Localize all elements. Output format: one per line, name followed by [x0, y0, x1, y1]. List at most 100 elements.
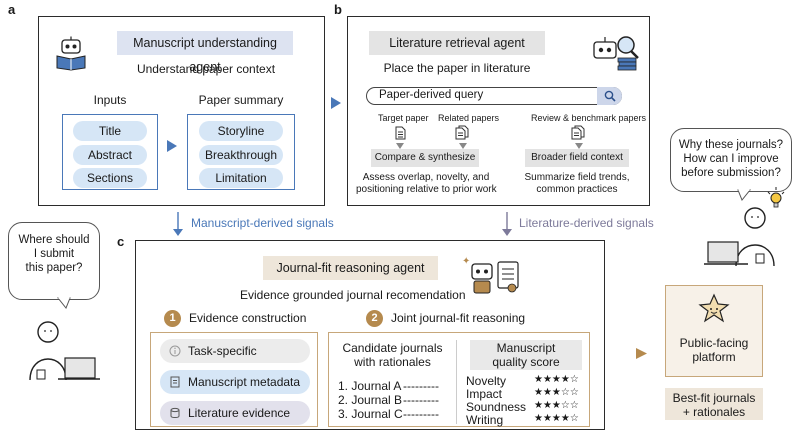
result-line2: + rationales: [682, 405, 746, 419]
quality-header-bg: [470, 340, 582, 370]
compare-desc-line2: positioning relative to prior work: [356, 184, 497, 195]
robot-clipboard-icon: ✦: [462, 256, 519, 294]
robot-search-icon: [593, 36, 639, 71]
panel-b-letter: b: [334, 2, 342, 17]
left-bubble-line: I submit: [33, 248, 75, 260]
quality-header-line1: Manuscript: [496, 341, 556, 355]
result-box: [665, 388, 763, 420]
left-bubble-line: Where should: [18, 234, 90, 246]
journal-row-a: 1. Journal A: [338, 379, 402, 393]
step-2-label: Joint journal-fit reasoning: [391, 311, 526, 325]
step-1-number: 1: [164, 310, 181, 327]
document-icon: [395, 126, 406, 140]
step-2-number: 2: [366, 310, 383, 327]
field-context-label: Broader field context: [525, 149, 629, 167]
related-papers-label: Related papers: [438, 113, 500, 123]
left-bubble-line: this paper?: [25, 262, 83, 274]
panel-b-subtitle: Place the paper in literature: [383, 61, 531, 75]
step-1-label: Evidence construction: [189, 311, 307, 325]
compare-desc-line1: Assess overlap, novelty, and: [362, 172, 490, 183]
score-label-writing: Writing: [466, 413, 504, 427]
journal-row-dashes: ---------: [403, 407, 439, 421]
literature-agent-title: Literature retrieval agent: [369, 31, 545, 55]
journal-row-dashes: ---------: [403, 393, 439, 407]
evidence-label: Manuscript metadata: [188, 375, 301, 389]
right-bubble-line: Why these journals?: [678, 139, 784, 151]
evidence-label: Literature evidence: [188, 406, 291, 420]
info-icon: [169, 345, 181, 357]
panel-c-subtitle: Evidence grounded journal recomendation: [240, 288, 466, 302]
panel-c-letter: c: [117, 234, 125, 249]
platform-label-line1: Public-facing: [679, 336, 749, 350]
panel-a-letter: a: [8, 2, 16, 17]
documents-stack-icon: [571, 125, 585, 140]
reasoning-divider: [456, 340, 457, 424]
score-stars-writing: ★★★★☆: [534, 413, 579, 424]
platform-label-line2: platform: [692, 350, 736, 364]
input-abstract: Abstract: [73, 145, 147, 165]
svg-text:✦: ✦: [462, 256, 470, 267]
panel-a-subtitle: Understand paper context: [136, 62, 276, 76]
summary-label: Paper summary: [198, 93, 284, 107]
compare-synthesize-label: Compare & synthesize: [371, 149, 479, 167]
down-arrow-icon: [575, 143, 583, 149]
literature-signals-label: Literature-derived signals: [519, 216, 654, 230]
review-papers-label: Review & benchmark papers: [531, 113, 647, 123]
inputs-box: [62, 114, 158, 190]
file-icon: [170, 376, 180, 388]
play-arrow-icon: [167, 140, 177, 152]
down-arrow-icon: [502, 212, 512, 236]
summary-storyline: Storyline: [199, 121, 283, 141]
input-title: Title: [73, 121, 147, 141]
summary-breakthrough: Breakthrough: [199, 145, 283, 165]
search-button[interactable]: [597, 87, 622, 105]
score-stars-novelty: ★★★★☆: [534, 374, 579, 385]
database-icon: [170, 407, 180, 418]
right-bubble-line: before submission?: [681, 167, 781, 179]
journal-row-dashes: ---------: [403, 379, 439, 393]
summary-limitation: Limitation: [199, 168, 283, 188]
field-desc-line1: Summarize field trends,: [524, 172, 630, 183]
user-at-laptop-icon: [29, 321, 100, 381]
query-search-input[interactable]: Paper-derived query: [366, 87, 622, 105]
evidence-manuscript-metadata: Manuscript metadata: [160, 370, 310, 394]
robot-reader-icon: [56, 36, 86, 71]
score-label-impact: Impact: [466, 387, 503, 401]
journal-row-b: 2. Journal B: [338, 393, 403, 407]
evidence-task-instruction: Task-specific instruction: [160, 339, 310, 382]
right-question-bubble: Why these journals? How can I improve be…: [670, 128, 792, 192]
down-arrow-icon: [459, 143, 467, 149]
candidates-header-line2: with rationales: [354, 355, 431, 369]
lightbulb-icon: [767, 187, 785, 208]
input-sections: Sections: [73, 168, 147, 188]
left-question-bubble: Where should I submit this paper?: [8, 222, 100, 300]
journal-agent-title: Journal-fit reasoning agent: [263, 256, 438, 280]
inputs-label: Inputs: [93, 93, 127, 107]
bubble-tail-icon: [737, 189, 752, 201]
query-text: Paper-derived query: [379, 89, 484, 101]
field-desc-line2: common practices: [536, 184, 618, 195]
evidence-literature: Literature evidence: [160, 401, 310, 425]
score-stars-soundness: ★★★☆☆: [534, 400, 579, 411]
down-arrow-icon: [396, 143, 404, 149]
target-paper-label: Target paper: [378, 113, 429, 123]
search-icon: [604, 90, 616, 102]
score-label-novelty: Novelty: [466, 374, 507, 388]
bubble-tail-icon: [56, 297, 71, 309]
quality-header-line2: quality score: [492, 355, 560, 369]
user-at-laptop-icon: [704, 207, 775, 267]
right-bubble-line: How can I improve: [683, 153, 779, 165]
score-label-soundness: Soundness: [466, 400, 527, 414]
summary-box: [187, 114, 295, 190]
star-mascot-icon: [698, 293, 730, 323]
down-arrow-icon: [173, 212, 183, 236]
arrow-a-to-b-icon: [331, 97, 341, 109]
candidates-header-line1: Candidate journals: [342, 341, 443, 355]
manuscript-signals-label: Manuscript-derived signals: [191, 216, 334, 230]
journal-row-c: 3. Journal C: [338, 407, 403, 421]
score-stars-impact: ★★★☆☆: [534, 387, 579, 398]
arrow-to-platform-icon: [636, 348, 647, 359]
documents-stack-icon: [455, 125, 469, 140]
manuscript-agent-title: Manuscript understanding agent: [117, 31, 293, 74]
result-line1: Best-fit journals: [672, 391, 756, 405]
